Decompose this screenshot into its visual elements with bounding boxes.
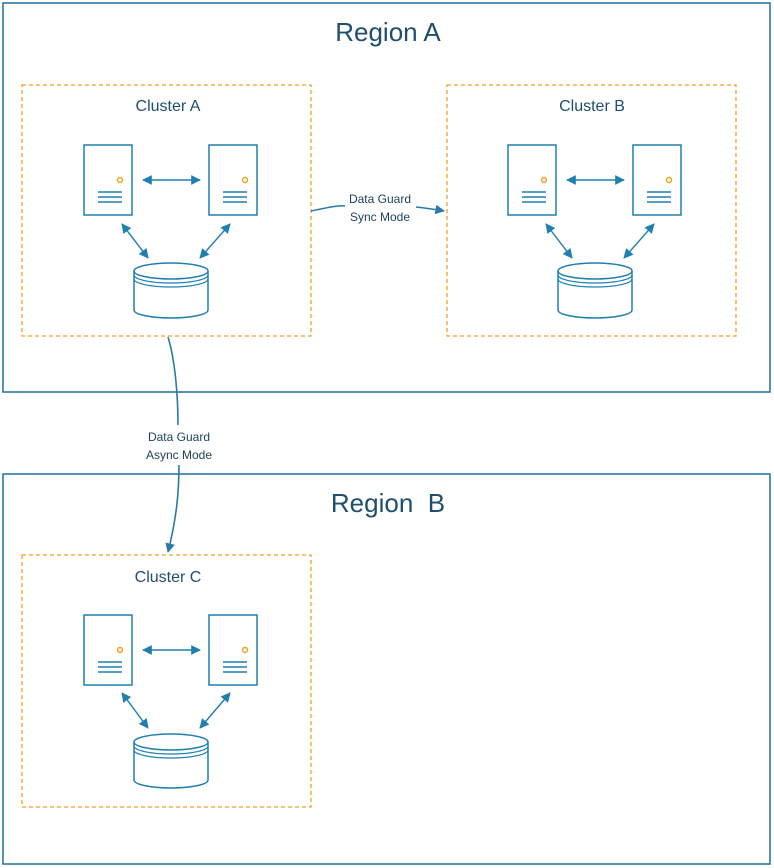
sync-link-label-line1: Data Guard [349,192,411,206]
cluster-b: Cluster B [446,84,737,337]
server-icon [632,144,682,216]
sync-link-label-line2: Sync Mode [350,210,410,224]
server-icon [507,144,557,216]
server-icon [83,144,133,216]
bidirectional-arrow-icon [623,223,655,259]
bidirectional-arrow-icon [121,223,149,259]
async-link-label-line2: Async Mode [146,448,212,462]
sync-link-line-start [310,204,346,212]
bidirectional-arrow-icon [199,223,231,259]
database-icon [133,733,209,789]
server-icon [208,144,258,216]
region-a-title: Region A [335,17,441,47]
region-a: Region A [2,2,771,393]
region-a-border [2,2,771,393]
cluster-a-title: Cluster A [136,98,201,115]
sync-link-label-bg [336,190,424,226]
sync-link-arrow [415,204,445,215]
bidirectional-arrow-icon [545,223,573,259]
cluster-c: Cluster C [21,554,312,808]
region-b: Region B [2,473,771,865]
async-link-arrow [165,464,180,553]
cluster-b-border [446,84,737,337]
bidirectional-arrow-icon [121,692,149,729]
cluster-c-border [21,554,312,808]
database-icon [557,262,633,319]
cluster-a: Cluster A [21,84,312,337]
bidirectional-arrow-icon [199,692,231,729]
server-icon [83,614,133,686]
sync-link: Data Guard Sync Mode [310,190,445,226]
cluster-b-title: Cluster B [559,98,625,115]
region-b-title: Region B [331,488,445,518]
region-b-border [2,473,771,865]
cluster-c-title: Cluster C [135,569,202,586]
server-icon [208,614,258,686]
async-link-label-line1: Data Guard [148,430,210,444]
async-link: Data Guard Async Mode [146,336,212,553]
async-link-line-start [167,336,179,426]
database-icon [133,262,209,319]
